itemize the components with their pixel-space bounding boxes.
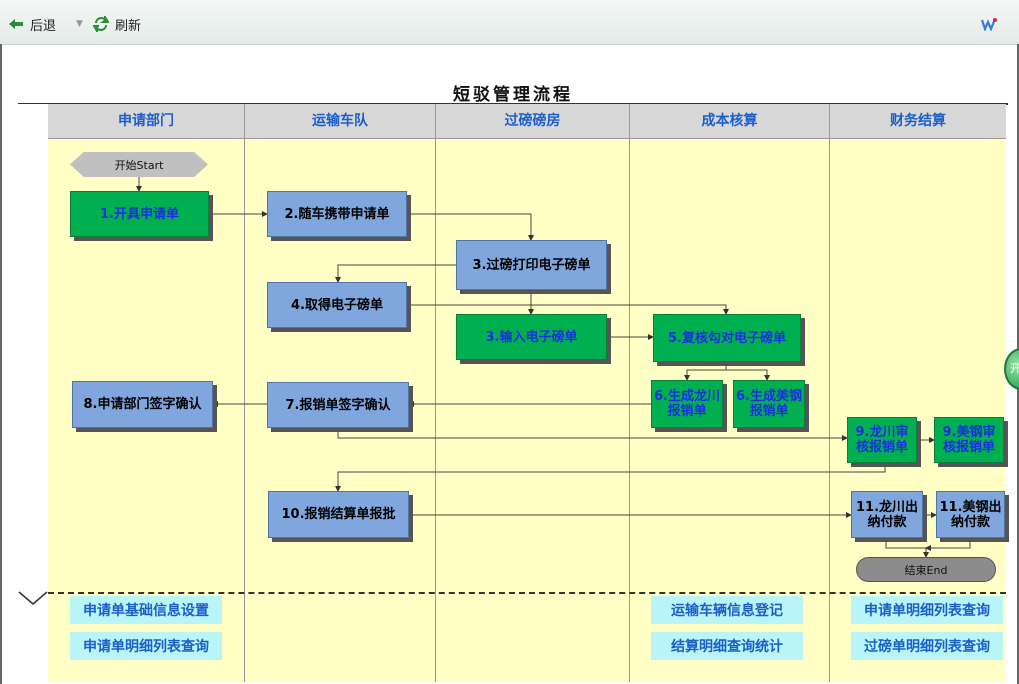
lane-finance: 财务结算 [830, 104, 1006, 682]
link-vehicle-registration[interactable]: 运输车辆信息登记 [651, 596, 803, 624]
toolbar: 后退 ▼ 刷新 [0, 0, 1019, 45]
links-divider [48, 592, 1006, 594]
lane-header: 财务结算 [830, 104, 1006, 139]
step-11-meigang-payment[interactable]: 11.美钢出纳付款 [936, 491, 1005, 538]
step-4-get-e-ticket[interactable]: 4.取得电子磅单 [267, 282, 407, 328]
link-settlement-statistics[interactable]: 结算明细查询统计 [651, 632, 803, 660]
step-2-carry-application[interactable]: 2.随车携带申请单 [267, 191, 407, 237]
link-application-detail-query[interactable]: 申请单明细列表查询 [70, 632, 222, 660]
back-dropdown-icon[interactable]: ▼ [76, 19, 83, 29]
step-1-issue-application[interactable]: 1.开具申请单 [70, 191, 209, 237]
step-5-verify-e-ticket[interactable]: 5.复核勾对电子磅单 [653, 314, 801, 362]
link-application-detail-query-finance[interactable]: 申请单明细列表查询 [851, 596, 1003, 624]
refresh-label: 刷新 [115, 18, 142, 34]
step-3-input-e-ticket[interactable]: 3.输入电子磅单 [456, 314, 607, 360]
lane-header: 成本核算 [630, 104, 829, 139]
step-3-print-e-ticket[interactable]: 3.过磅打印电子磅单 [456, 240, 607, 290]
lane-header: 过磅磅房 [436, 104, 629, 139]
left-margin-strip [18, 104, 49, 682]
step-11-longchuan-payment[interactable]: 11.龙川出纳付款 [851, 491, 923, 538]
step-8-department-sign[interactable]: 8.申请部门签字确认 [72, 381, 213, 428]
collapse-chevron-icon[interactable] [18, 590, 48, 606]
step-10-settlement-approval[interactable]: 10.报销结算单报批 [268, 491, 409, 538]
refresh-icon [93, 16, 109, 32]
step-7-voucher-sign[interactable]: 7.报销单签字确认 [267, 382, 409, 428]
back-arrow-icon [9, 19, 23, 29]
step-9-longchuan-audit[interactable]: 9.龙川审核报销单 [847, 417, 917, 463]
link-weighbill-detail-query[interactable]: 过磅单明细列表查询 [851, 632, 1003, 660]
back-button[interactable]: 后退 [8, 14, 56, 34]
step-9-meigang-audit[interactable]: 9.美钢审核报销单 [934, 417, 1004, 463]
back-label: 后退 [30, 18, 57, 34]
start-terminal: 开始Start [70, 152, 208, 177]
end-terminal: 结束End [856, 557, 996, 582]
page-title: 短驳管理流程 [453, 85, 573, 105]
lane-header: 运输车队 [245, 104, 435, 139]
step-6-longchuan-voucher[interactable]: 6.生成龙川报销单 [651, 380, 723, 428]
lane-weighbridge: 过磅磅房 [436, 104, 630, 682]
lane-header: 申请部门 [48, 104, 244, 139]
step-6-meigang-voucher[interactable]: 6.生成美钢报销单 [733, 380, 805, 428]
link-application-basic-settings[interactable]: 申请单基础信息设置 [70, 596, 222, 624]
app-logo-icon [980, 16, 997, 35]
refresh-button[interactable]: 刷新 [93, 14, 141, 34]
